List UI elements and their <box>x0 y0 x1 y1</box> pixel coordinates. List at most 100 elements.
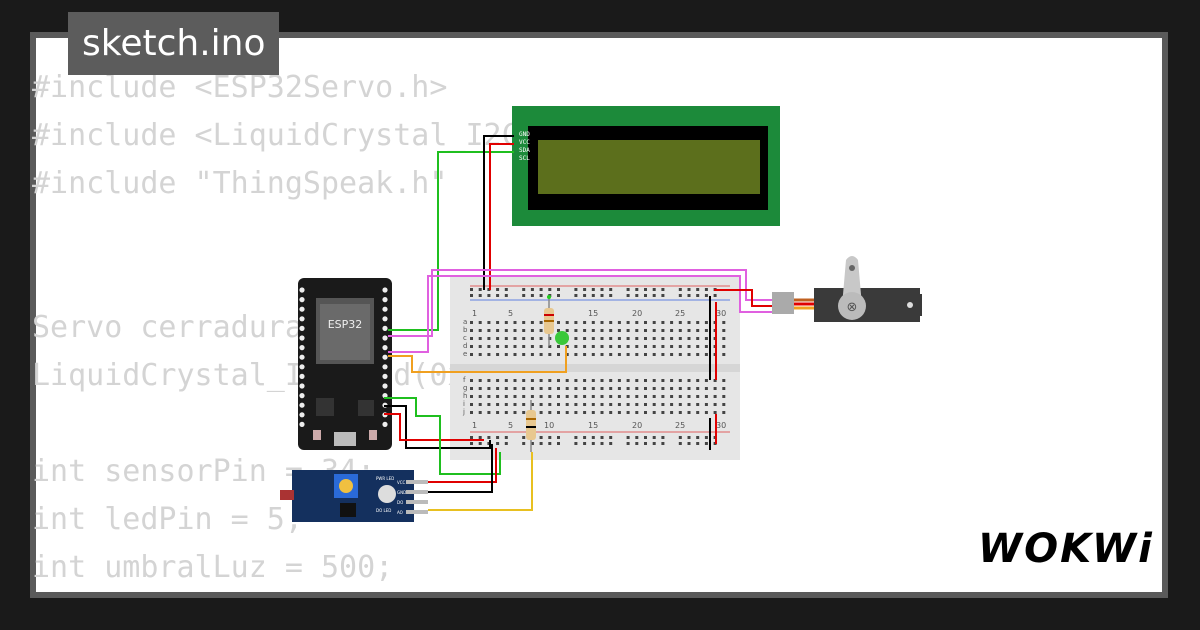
bb-hole <box>678 403 682 406</box>
esp32-pin[interactable] <box>299 364 305 370</box>
bb-hole <box>696 329 700 332</box>
bb-hole <box>548 345 552 348</box>
bb-hole <box>652 411 656 414</box>
bb-hole <box>487 345 491 348</box>
bb-col-20: 20 <box>632 309 642 318</box>
esp32-pin[interactable] <box>382 297 388 303</box>
bb-hole <box>530 329 534 332</box>
esp32-pin[interactable] <box>382 345 388 351</box>
bb-hole <box>574 288 578 291</box>
bb-hole <box>591 387 595 390</box>
ldr-pin-vcc: VCC <box>397 480 406 485</box>
bb-hole <box>713 403 717 406</box>
esp32-pin[interactable] <box>299 421 305 427</box>
esp32-button-left[interactable] <box>313 430 321 440</box>
esp32-pin[interactable] <box>382 421 388 427</box>
esp32-pin[interactable] <box>382 383 388 389</box>
bb-hole <box>678 337 682 340</box>
bb-hole <box>496 353 500 356</box>
bb-hole <box>530 294 534 297</box>
esp32-board[interactable]: ESP32 <box>298 278 392 450</box>
lcd-display[interactable]: GND VCC SDA SCL <box>512 106 780 226</box>
esp32-pin[interactable] <box>382 335 388 341</box>
bb-hole <box>600 321 604 324</box>
bb-hole <box>470 379 473 382</box>
bb-hole <box>626 411 630 414</box>
bb-hole <box>504 403 508 406</box>
esp32-pin[interactable] <box>299 402 305 408</box>
esp32-pin[interactable] <box>299 345 305 351</box>
bb-hole <box>583 411 587 414</box>
bb-hole <box>583 294 587 297</box>
bb-hole <box>513 329 517 332</box>
bb-hole <box>635 294 639 297</box>
bb-hole <box>635 329 639 332</box>
esp32-pin[interactable] <box>382 354 388 360</box>
servo-connector <box>772 292 794 314</box>
bb-hole <box>496 387 500 390</box>
bb-hole <box>644 442 647 445</box>
esp32-pin[interactable] <box>382 325 388 331</box>
bb-hole <box>626 395 630 398</box>
lcd-pin-gnd: GND <box>519 131 530 138</box>
esp32-pin[interactable] <box>382 393 388 399</box>
esp32-pin[interactable] <box>382 316 388 322</box>
esp32-button-right[interactable] <box>369 430 377 440</box>
servo-body <box>814 288 920 322</box>
led-green[interactable] <box>544 295 569 346</box>
file-title-tab[interactable]: sketch.ino <box>68 12 280 75</box>
esp32-pin[interactable] <box>382 373 388 379</box>
bb-hole <box>670 345 674 348</box>
bb-hole <box>470 288 473 291</box>
bb-hole <box>504 294 508 297</box>
ldr-header-pins <box>406 480 428 514</box>
bb-hole <box>600 379 604 382</box>
bb-hole <box>548 403 552 406</box>
bb-hole <box>487 436 491 439</box>
breadboard[interactable]: 1 5 10 15 20 25 30 1 5 10 15 20 25 30 a … <box>450 276 740 460</box>
esp32-pin[interactable] <box>299 297 305 303</box>
esp32-pin[interactable] <box>299 316 305 322</box>
esp32-chip-1 <box>316 398 334 416</box>
bb-row-d: d <box>463 342 467 350</box>
esp32-pin[interactable] <box>299 383 305 389</box>
bb-hole <box>626 403 630 406</box>
bb-hole <box>704 337 708 340</box>
esp32-pin[interactable] <box>299 373 305 379</box>
bb-hole <box>591 321 595 324</box>
esp32-pin[interactable] <box>299 335 305 341</box>
esp32-pin[interactable] <box>382 306 388 312</box>
bb-col-30-bottom: 30 <box>716 421 726 430</box>
bb-hole <box>583 436 587 439</box>
bb-hole <box>557 436 560 439</box>
bb-hole <box>635 387 639 390</box>
esp32-pin[interactable] <box>299 354 305 360</box>
servo-motor[interactable]: ⊗ <box>772 256 922 322</box>
bb-hole <box>609 395 613 398</box>
bb-hole <box>617 345 621 348</box>
ldr-sensor-module[interactable]: PWR LED DO LED VCC GND DO AO <box>280 470 428 522</box>
bb-col-15: 15 <box>588 309 598 318</box>
bb-hole <box>478 329 482 332</box>
bb-hole <box>565 403 569 406</box>
bb-hole <box>609 436 613 439</box>
bb-hole <box>652 294 656 297</box>
esp32-label: ESP32 <box>328 318 363 331</box>
esp32-pin[interactable] <box>382 287 388 293</box>
esp32-pin[interactable] <box>299 412 305 418</box>
esp32-pin[interactable] <box>299 325 305 331</box>
bb-hole <box>696 288 700 291</box>
esp32-pin[interactable] <box>299 393 305 399</box>
bb-hole <box>661 403 665 406</box>
bb-hole <box>644 294 647 297</box>
esp32-pin[interactable] <box>299 287 305 293</box>
potentiometer-knob[interactable] <box>339 479 353 493</box>
esp32-pin[interactable] <box>382 364 388 370</box>
bb-hole <box>670 379 674 382</box>
resistor-2[interactable] <box>526 400 536 452</box>
bb-hole <box>617 395 621 398</box>
esp32-pin[interactable] <box>299 306 305 312</box>
bb-hole <box>635 442 639 445</box>
bb-hole <box>652 345 656 348</box>
